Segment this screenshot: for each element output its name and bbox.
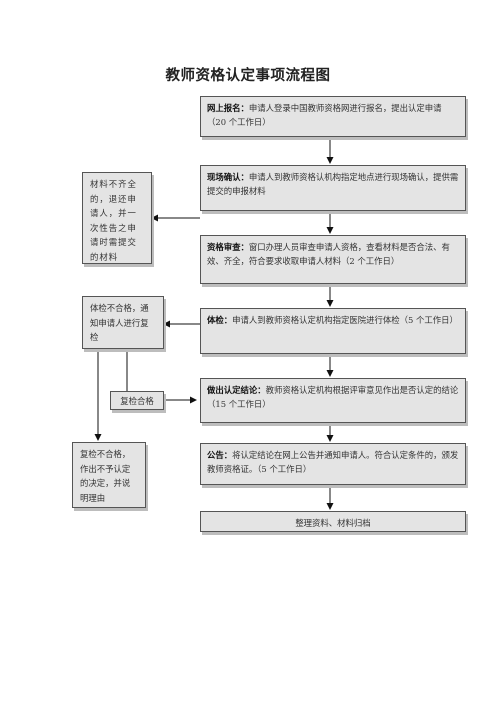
step-heading: 网上报名： [207,103,249,113]
side-note-incomplete-materials: 材料不齐全的，退还申请人，并一次性告之申请时需提交的材料 [82,172,152,264]
step-heading: 公告： [207,450,233,460]
flow-step-certification-decision: 做出认定结论：教师资格认定机构根据评审意见作出是否认定的结论（15 个工作日） [200,378,466,423]
flow-step-medical-exam: 体检：申请人到教师资格认定机构指定医院进行体检（5 个工作日） [200,308,466,354]
step-text: 将认定结论在网上公告并通知申请人。符合认定条件的，颁发教师资格证。（5 个工作日… [207,450,459,474]
step-heading: 资格审查： [207,242,249,252]
flow-step-archive: 整理资料、材料归档 [200,511,466,532]
step-text: 申请人到教师资格认定机构指定医院进行体检（5 个工作日） [232,315,458,325]
flow-step-announcement: 公告：将认定结论在网上公告并通知申请人。符合认定条件的，颁发教师资格证。（5 个… [200,443,466,485]
flow-step-onsite-confirmation: 现场确认：申请人到教师资格认机构指定地点进行现场确认，提供需提交的申报材料 [200,165,466,211]
step-text: 申请人到教师资格认机构指定地点进行现场确认，提供需提交的申报材料 [207,172,459,196]
flow-step-qualification-review: 资格审查：窗口办理人员审查申请人资格，查看材料是否合法、有效、齐全，符合要求收取… [200,235,466,284]
step-text: 申请人登录中国教师资格网进行报名，提出认定申请（20 个工作日） [207,103,442,127]
step-text: 窗口办理人员审查申请人资格，查看材料是否合法、有效、齐全，符合要求收取申请人材料… [207,242,450,266]
step-text: 整理资料、材料归档 [295,518,371,528]
side-note-medical-fail: 体检不合格，通知申请人进行复检 [82,296,164,349]
step-heading: 现场确认： [207,172,249,182]
flow-step-online-registration: 网上报名：申请人登录中国教师资格网进行报名，提出认定申请（20 个工作日） [200,96,466,137]
step-text: 教师资格认定机构根据评审意见作出是否认定的结论（15 个工作日） [207,385,459,409]
side-note-recheck-pass: 复检合格 [110,391,164,410]
page-title: 教师资格认定事项流程图 [165,67,331,84]
side-note-recheck-fail: 复检不合格，作出不予认定的决定，并说明理由 [72,442,146,508]
step-heading: 做出认定结论： [207,385,266,395]
step-heading: 体检： [207,315,233,325]
